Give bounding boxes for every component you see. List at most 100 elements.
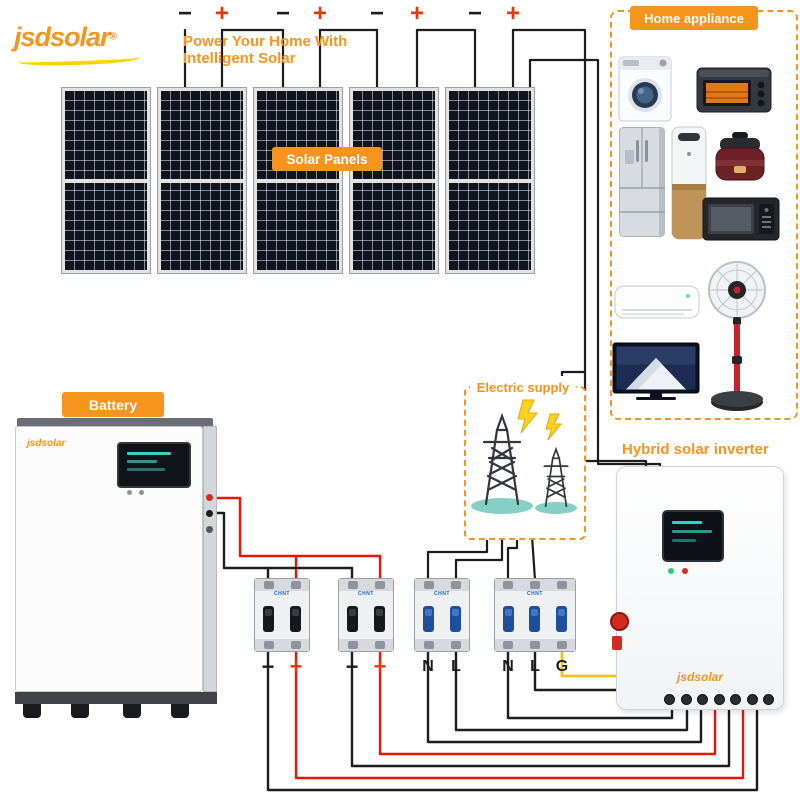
solar-panel	[157, 87, 247, 274]
battery-unit: jsdsolar	[15, 418, 217, 718]
inverter-label: Hybrid solar inverter	[622, 441, 769, 458]
cable-gland-icon	[713, 694, 725, 705]
solar-panels-label: Solar Panels	[272, 147, 382, 171]
breaker-terminals	[339, 639, 393, 651]
solar-panel	[445, 87, 535, 274]
hybrid-inverter-unit: jsdsolar	[610, 466, 784, 710]
pv-terminal-plus: +	[312, 0, 328, 27]
pv-terminal-plus: +	[505, 0, 521, 27]
terminal-label-plus: +	[289, 654, 303, 679]
breaker-toggle	[450, 605, 461, 632]
cable-gland-icon	[664, 694, 675, 705]
breaker-brand: CHNT	[358, 591, 374, 597]
breaker-brand: CHNT	[434, 591, 450, 597]
television-icon	[612, 342, 700, 409]
breaker-toggle	[347, 605, 358, 632]
inverter-brand-logo: jsdsolar	[676, 670, 724, 684]
tagline: Power Your Home With Intelligent Solar	[183, 33, 347, 67]
battery-side-panel	[203, 426, 217, 692]
brand-logo-text: jsdsolar	[14, 22, 111, 52]
cable-gland-icon	[697, 694, 708, 705]
breaker-group-3: CHNT	[414, 578, 470, 652]
terminal-label-plus: +	[373, 654, 387, 679]
output-wires	[266, 649, 759, 792]
pv-terminal-plus: +	[409, 0, 425, 27]
pv-terminal-plus: +	[214, 0, 230, 27]
battery-foot	[171, 704, 189, 718]
electric-supply-label: Electric supply	[470, 376, 576, 398]
battery-display-screen	[117, 442, 191, 488]
battery-button	[139, 490, 144, 495]
washing-machine-icon	[618, 56, 672, 127]
breaker-toggle	[374, 605, 385, 632]
breaker-group-2: CHNT	[338, 578, 394, 652]
battery-foot	[71, 704, 89, 718]
floor-standing-ac-icon	[670, 126, 708, 245]
breaker-toggle	[263, 605, 274, 632]
cable-gland-icon	[763, 694, 774, 705]
microwave-oven-icon	[702, 194, 780, 249]
cable-gland-icon	[730, 694, 741, 705]
battery-button	[127, 490, 132, 495]
inverter-led-red	[682, 568, 688, 574]
inverter-emergency-button	[610, 612, 629, 631]
pv-terminal-minus: −	[275, 0, 291, 27]
tagline-line2: Intelligent Solar	[183, 50, 296, 67]
battery-port	[206, 526, 213, 533]
toaster-oven-icon	[696, 64, 772, 121]
rice-cooker-icon	[712, 130, 768, 189]
breaker-toggle	[529, 605, 541, 632]
breaker-group-4: CHNT	[494, 578, 576, 652]
battery-foot	[23, 704, 41, 718]
inverter-display-screen	[662, 510, 724, 562]
power-towers-icon	[468, 398, 582, 537]
refrigerator-icon	[618, 126, 666, 243]
terminal-label-l: L	[451, 658, 461, 675]
solar-panel	[349, 87, 439, 274]
inverter-red-switch	[612, 636, 622, 650]
terminal-label-g: G	[555, 658, 569, 675]
breaker-terminals	[339, 579, 393, 591]
battery-top-face	[17, 418, 213, 428]
breaker-group-1: CHNT	[254, 578, 310, 652]
breaker-terminals	[255, 639, 309, 651]
cable-gland-icon	[746, 694, 758, 705]
battery-brand-logo: jsdsolar	[27, 438, 66, 449]
pv-terminal-minus: −	[177, 0, 193, 27]
terminal-label-l: L	[530, 658, 540, 675]
breaker-toggle	[556, 605, 568, 632]
terminal-label-minus: −	[261, 654, 275, 679]
inverter-body	[616, 466, 784, 710]
breaker-terminals	[415, 579, 469, 591]
breaker-brand: CHNT	[274, 591, 290, 597]
solar-panel	[253, 87, 343, 274]
terminal-label-minus: −	[345, 654, 359, 679]
cable-gland-icon	[680, 694, 692, 705]
grid-supply-wires	[426, 534, 537, 582]
lightning-bolt-icon	[545, 413, 563, 441]
solar-panel	[61, 87, 151, 274]
battery-label: Battery	[62, 392, 164, 417]
inverter-led-green	[668, 568, 674, 574]
stand-fan-icon	[704, 260, 770, 423]
breaker-toggle	[423, 605, 434, 632]
breaker-terminals	[255, 579, 309, 591]
tagline-line1: Power Your Home With	[183, 33, 348, 50]
battery-negative-terminal	[206, 510, 213, 517]
terminal-label-n: N	[422, 658, 434, 675]
lightning-bolt-icon	[517, 399, 539, 434]
home-appliance-label: Home appliance	[630, 6, 758, 30]
breaker-terminals	[495, 579, 575, 591]
pv-terminal-minus: −	[369, 0, 385, 27]
breaker-terminals	[415, 639, 469, 651]
breaker-brand: CHNT	[527, 591, 543, 597]
breaker-terminals	[495, 639, 575, 651]
terminal-label-n: N	[502, 658, 514, 675]
breaker-toggle	[502, 605, 514, 632]
inverter-cable-glands	[664, 694, 774, 705]
battery-wires	[210, 496, 382, 582]
breaker-toggle	[290, 605, 301, 632]
battery-positive-terminal	[206, 494, 213, 501]
